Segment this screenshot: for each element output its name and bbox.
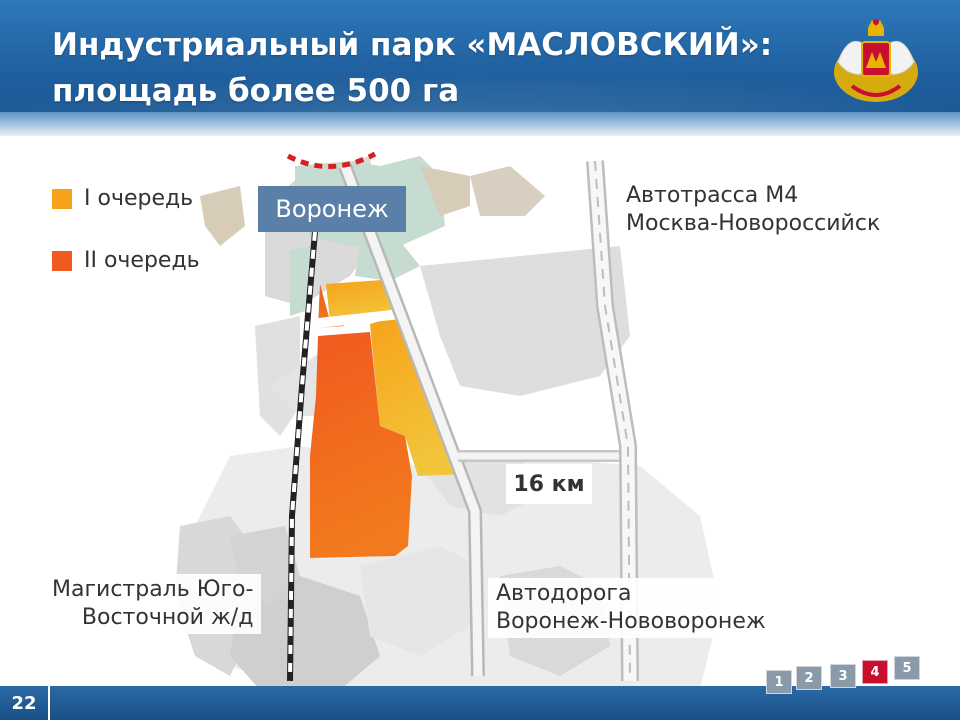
slide-title: Индустриальный парк «МАСЛОВСКИЙ»: площад… bbox=[52, 22, 812, 114]
title-line-2: площадь более 500 га bbox=[52, 73, 460, 109]
label-highway-m4-line2: Москва-Новороссийск bbox=[626, 211, 881, 236]
distance-label: 16 км bbox=[506, 464, 592, 504]
nav-button-2[interactable]: 2 bbox=[796, 666, 822, 690]
label-highway-m4: Автотрасса М4 Москва-Новороссийск bbox=[626, 182, 880, 238]
phase-2-zone-main bbox=[310, 332, 412, 558]
legend-label-phase-1: I очередь bbox=[84, 186, 194, 211]
built-area bbox=[255, 316, 300, 436]
page-number: 22 bbox=[11, 692, 37, 714]
local-road bbox=[309, 309, 401, 329]
label-road-line2: Воронеж-Нововоронеж bbox=[496, 609, 766, 634]
city-boundary bbox=[286, 151, 377, 169]
label-railway: Магистраль Юго- Восточной ж/д bbox=[44, 574, 262, 634]
label-railway-line2: Восточной ж/д bbox=[81, 605, 254, 630]
coat-of-arms-icon bbox=[834, 19, 918, 102]
city-label-voronezh: Воронеж bbox=[258, 186, 406, 232]
slide-header bbox=[0, 0, 960, 136]
label-road-novovoronezh: Автодорога Воронеж-Нововоронеж bbox=[488, 578, 774, 638]
title-line-1: Индустриальный парк «МАСЛОВСКИЙ»: bbox=[52, 27, 773, 63]
nav-button-5[interactable]: 5 bbox=[894, 656, 920, 680]
phase-2-zone-north bbox=[318, 284, 345, 328]
phase-1-zone-north bbox=[326, 279, 395, 321]
built-area bbox=[470, 166, 545, 216]
phase-1-zone-east bbox=[370, 314, 462, 476]
beige-area bbox=[420, 166, 470, 216]
legend-label-phase-2: II очередь bbox=[84, 248, 200, 273]
nav-button-4[interactable]: 4 bbox=[862, 660, 888, 684]
slide-footer bbox=[0, 686, 960, 720]
legend-swatch-phase-1 bbox=[52, 188, 72, 209]
legend-item-phase-1: I очередь bbox=[52, 186, 193, 211]
built-area bbox=[360, 546, 480, 656]
built-area bbox=[420, 246, 630, 396]
footer-divider bbox=[48, 686, 50, 720]
legend-swatch-phase-2 bbox=[52, 250, 72, 271]
beige-area bbox=[200, 186, 245, 246]
label-railway-line1: Магистраль Юго- bbox=[52, 577, 254, 602]
nav-button-1[interactable]: 1 bbox=[766, 670, 792, 694]
green-city-area bbox=[290, 246, 310, 316]
nav-button-3[interactable]: 3 bbox=[830, 664, 856, 688]
legend-item-phase-2: II очередь bbox=[52, 248, 200, 273]
built-area bbox=[230, 576, 380, 690]
label-highway-m4-line1: Автотрасса М4 bbox=[626, 183, 799, 208]
label-road-line1: Автодорога bbox=[496, 581, 632, 606]
header-band bbox=[0, 112, 960, 136]
